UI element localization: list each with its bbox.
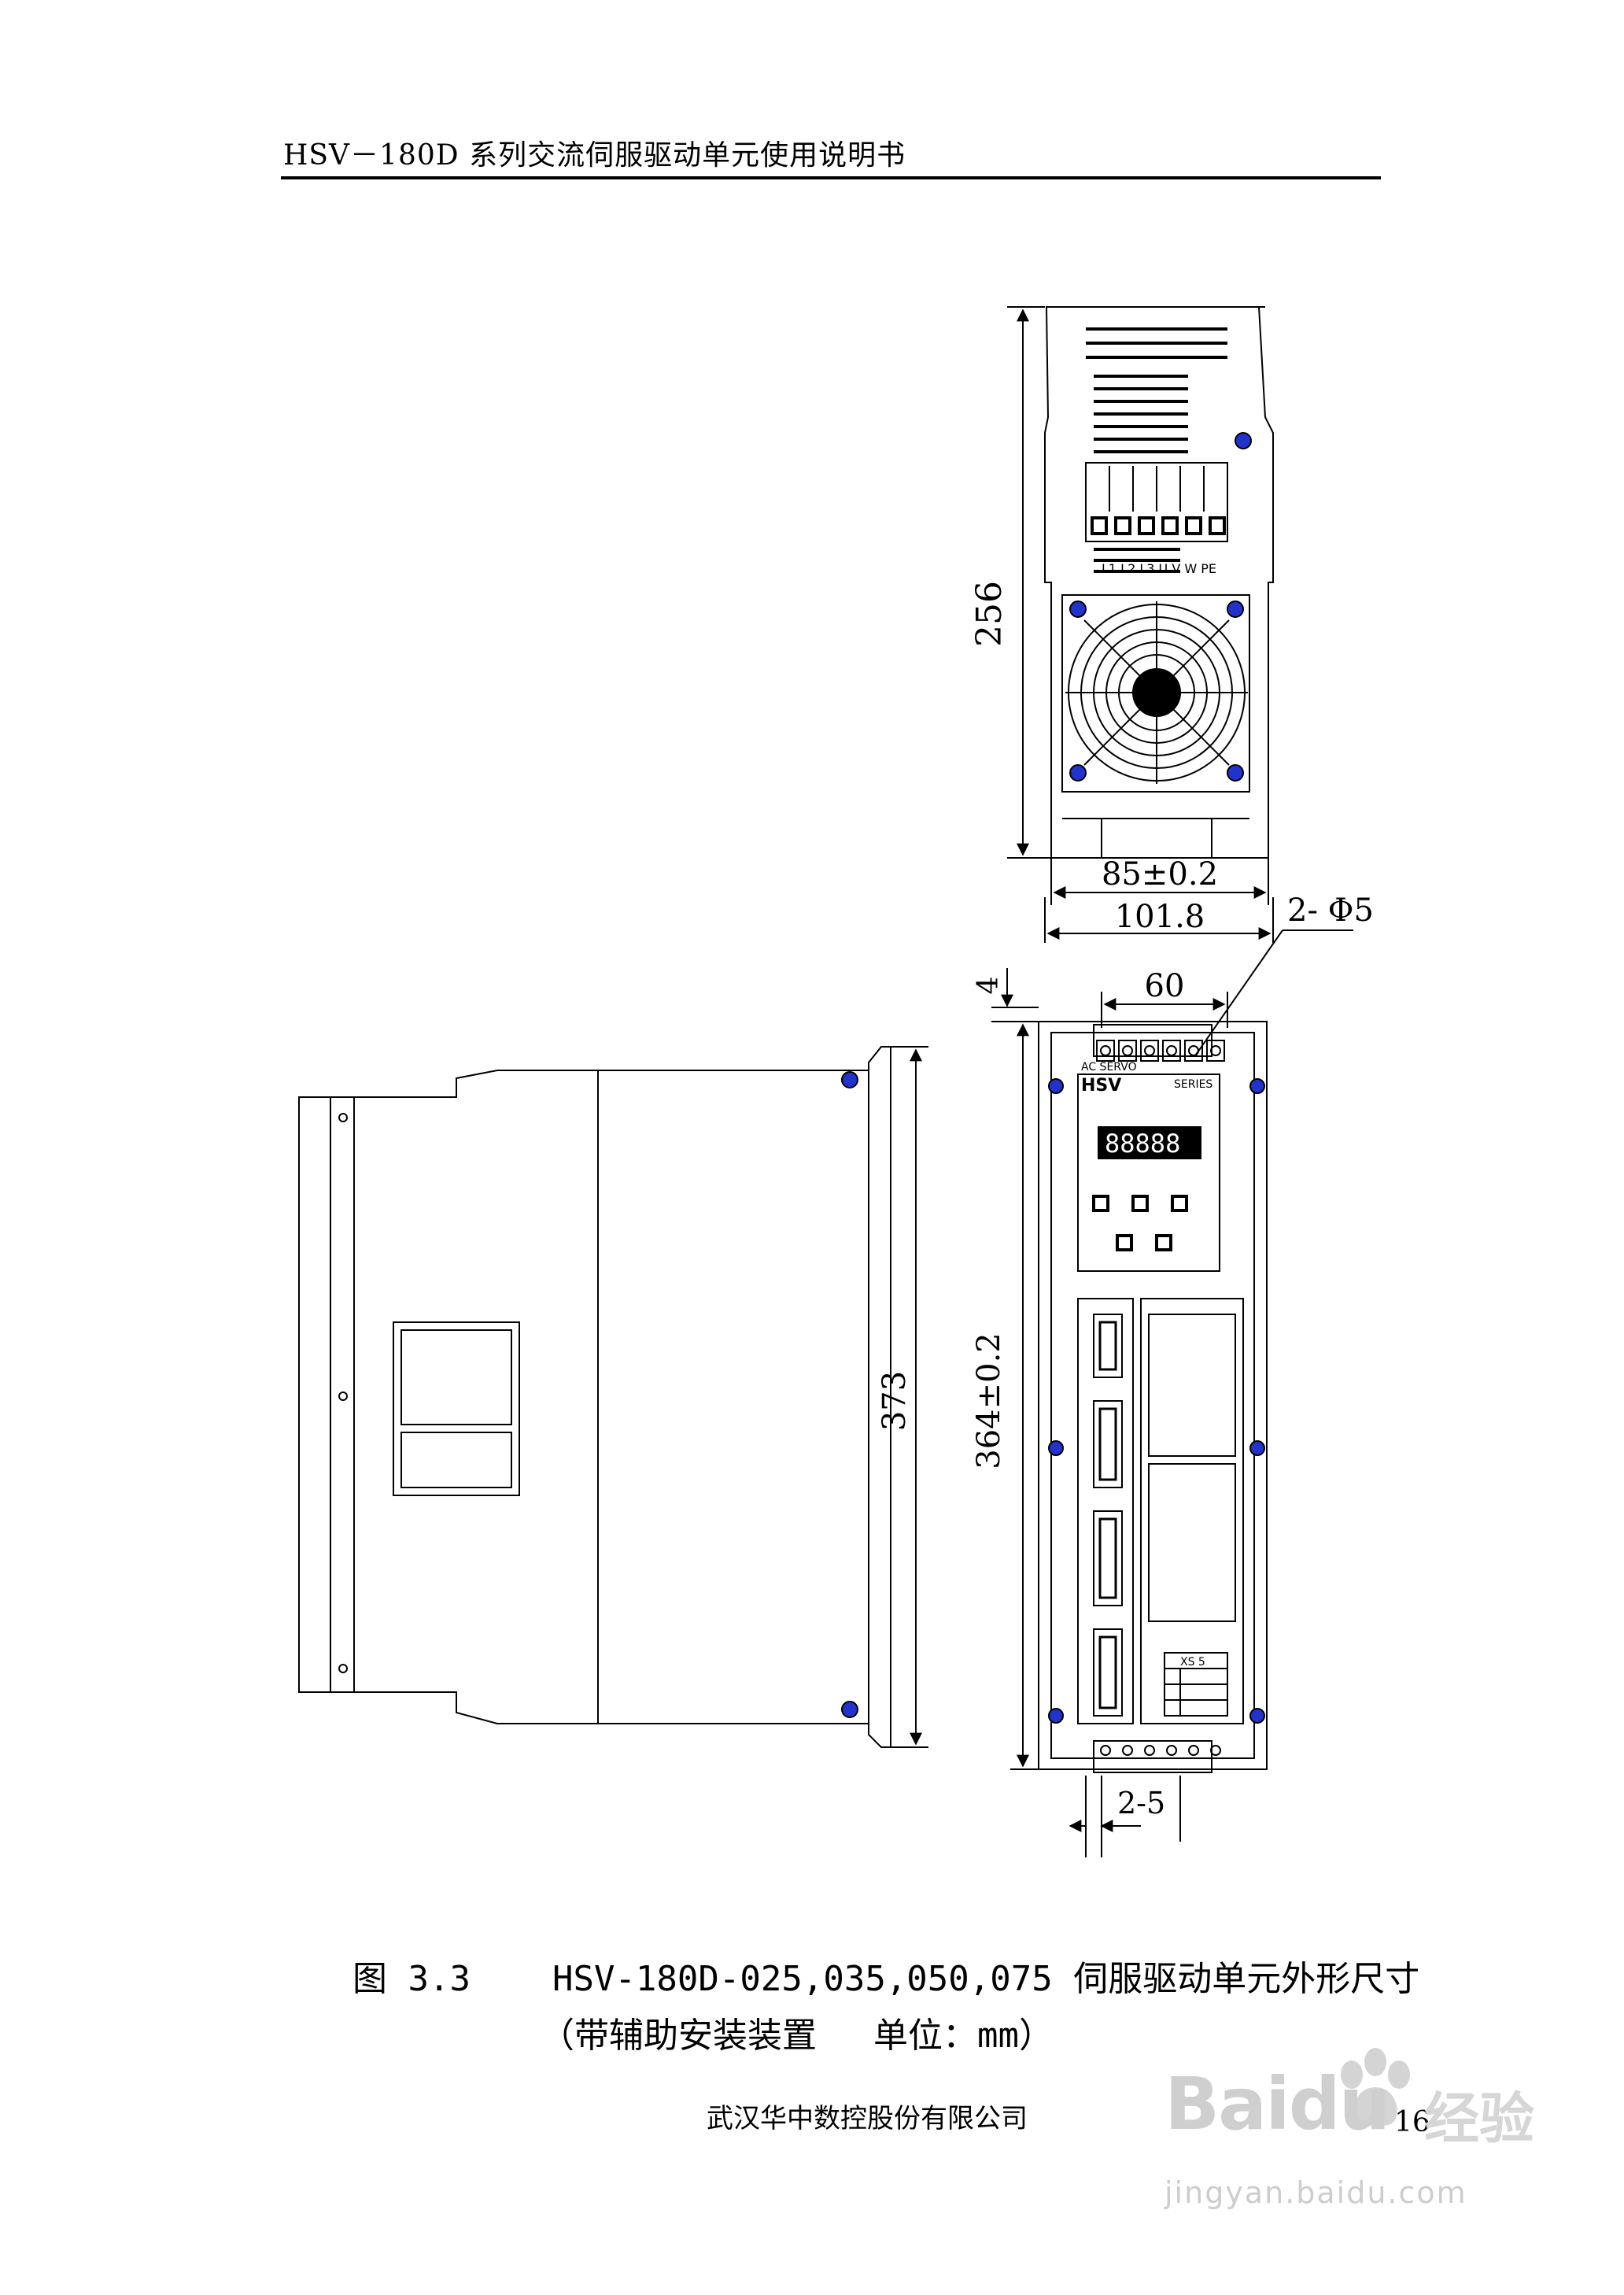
connector-xs4 <box>1093 1628 1123 1717</box>
cooling-fan <box>1061 594 1250 793</box>
dim-mount-spacing: 85±0.2 <box>1102 856 1218 893</box>
hole-leader <box>1195 929 1353 1055</box>
front-view <box>1038 1021 1268 1857</box>
terminal-block-top <box>1085 462 1228 542</box>
dim-slot-width: 2-5 <box>1117 1786 1165 1820</box>
dim-front-height: 364±0.2 <box>971 1332 1007 1469</box>
header-rule <box>281 176 1381 179</box>
panel-series: SERIES <box>1174 1078 1212 1091</box>
figure-title: HSV-180D-025,035,050,075 伺服驱动单元外形尺寸 <box>552 1959 1420 1999</box>
top-view-screws <box>1069 432 1252 782</box>
figure-label: 图 3.3 <box>352 1959 471 1999</box>
watermark-url: jingyan.baidu.com <box>1164 2175 1467 2210</box>
figure-note: （带辅助安装装置 单位：mm） <box>540 2007 1054 2057</box>
page-header-title: HSV－180D 系列交流伺服驱动单元使用说明书 <box>283 139 906 172</box>
side-view <box>298 1046 891 1748</box>
figure-caption: 图 3.3 HSV-180D-025,035,050,075 伺服驱动单元外形尺寸 <box>352 1950 1419 2001</box>
footer-company: 武汉华中数控股份有限公司 <box>707 2103 1028 2134</box>
dim-top-height: 256 <box>969 581 1009 647</box>
dim-364 <box>1010 1021 1039 1770</box>
connector-xs1 <box>1093 1314 1123 1378</box>
top-terminal-legend: L1 L2 L3 U V W PE <box>1102 561 1216 576</box>
page-number: 16 <box>1394 2106 1430 2138</box>
panel-ac-servo: AC SERVO <box>1081 1061 1137 1074</box>
connector-xs3 <box>1093 1510 1123 1606</box>
paw-icon <box>1341 2048 1410 2127</box>
panel-model: HSV <box>1081 1076 1121 1096</box>
front-view-screws <box>1048 1078 1265 1724</box>
side-view-screws <box>841 1071 858 1718</box>
terminal-row-bottom <box>1100 1745 1221 1756</box>
terminal-row-top <box>1096 1040 1225 1062</box>
panel-rating-label: XS 5 <box>1180 1656 1205 1669</box>
dim-hole-spec: 2- Φ5 <box>1287 893 1374 929</box>
top-view <box>1044 306 1274 859</box>
dim-373 <box>891 1046 928 1748</box>
vent-grille-top <box>1086 327 1227 453</box>
dim-top-width: 101.8 <box>1115 899 1205 935</box>
dim-256 <box>1007 306 1051 859</box>
dim-101 <box>1044 897 1274 943</box>
figure-note-open: （带辅助安装装置 <box>540 2016 817 2056</box>
dim-side-height: 373 <box>877 1371 913 1431</box>
dim-top-offset: 4 <box>973 977 1005 995</box>
dim-hole-pitch: 60 <box>1145 968 1185 1004</box>
connector-xs2 <box>1093 1400 1123 1488</box>
panel-display-digits: 88888 <box>1105 1129 1180 1159</box>
figure-note-unit: 单位：mm） <box>873 2016 1054 2056</box>
baidu-watermark: Baidu 经验 jingyan.baidu.com <box>1164 2043 1589 2232</box>
dim-60 <box>1101 992 1228 1028</box>
watermark-tag: 经验 <box>1424 2086 1534 2151</box>
vent-grille-mid <box>1094 548 1180 573</box>
watermark-brand: Baidu <box>1164 2062 1390 2146</box>
technical-drawing: L1 L2 L3 U V W PE 256 85±0.2 101.8 2- Φ5 <box>298 306 1374 1857</box>
dim-85 <box>1050 858 1269 905</box>
